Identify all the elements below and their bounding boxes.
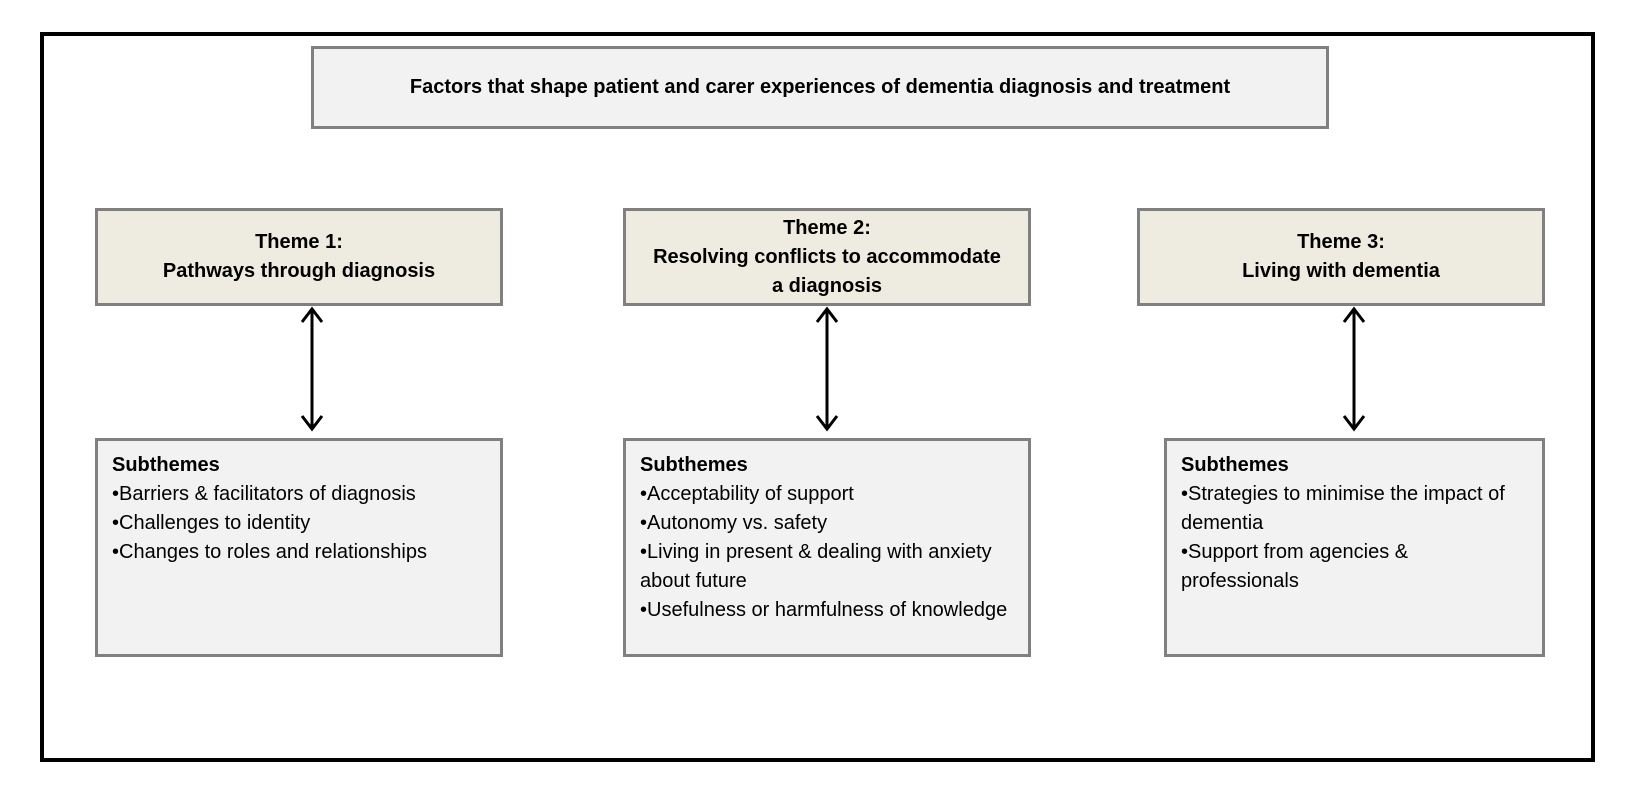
theme-2-subtheme-1: •Acceptability of support xyxy=(640,483,854,505)
theme-1-subtheme-1: •Barriers & facilitators of diagnosis xyxy=(112,483,416,505)
theme-3-subtheme-1: •Strategies to minimise the impact of de… xyxy=(1181,483,1505,534)
theme-3-double-arrow xyxy=(1342,306,1366,432)
theme-1-subtheme-2: •Challenges to identity xyxy=(112,512,311,534)
theme-1-label: Theme 1: xyxy=(255,231,343,253)
diagram-frame xyxy=(40,32,1595,762)
theme-2-subthemes-box: Subthemes •Acceptability of support •Aut… xyxy=(623,438,1031,657)
theme-1-box: Theme 1: Pathways through diagnosis xyxy=(95,208,503,306)
theme-2-double-arrow xyxy=(815,306,839,432)
theme-3-subthemes-heading: Subthemes xyxy=(1181,454,1289,476)
diagram-title-box: Factors that shape patient and carer exp… xyxy=(311,46,1329,129)
theme-1-subthemes-heading: Subthemes xyxy=(112,454,220,476)
theme-2-subthemes-heading: Subthemes xyxy=(640,454,748,476)
theme-1-subtheme-3: •Changes to roles and relationships xyxy=(112,541,427,563)
theme-3-subthemes-list: •Strategies to minimise the impact of de… xyxy=(1181,480,1528,596)
theme-2-subtheme-2: •Autonomy vs. safety xyxy=(640,512,828,534)
theme-1-subthemes-list: •Barriers & facilitators of diagnosis •C… xyxy=(112,480,486,567)
theme-1-name-line-1: Pathways through diagnosis xyxy=(162,260,436,282)
theme-3-subthemes-box: Subthemes •Strategies to minimise the im… xyxy=(1164,438,1545,657)
theme-3-label: Theme 3: xyxy=(1297,231,1385,253)
theme-1-subthemes-box: Subthemes •Barriers & facilitators of di… xyxy=(95,438,503,657)
theme-2-name-line-2: a diagnosis xyxy=(771,274,883,297)
theme-3-name-line-1: Living with dementia xyxy=(1242,260,1440,282)
diagram-title: Factors that shape patient and carer exp… xyxy=(409,76,1231,98)
theme-2-subtheme-3: •Living in present & dealing with anxiet… xyxy=(640,541,992,592)
theme-2-name-line-1: Resolving conflicts to accommodate xyxy=(653,245,1001,268)
theme-3-box: Theme 3: Living with dementia xyxy=(1137,208,1545,306)
theme-1-double-arrow xyxy=(300,306,324,432)
theme-3-subtheme-2: •Support from agencies & professionals xyxy=(1181,541,1409,592)
theme-2-subtheme-4: •Usefulness or harmfulness of knowledge xyxy=(640,599,1008,621)
theme-2-subthemes-list: •Acceptability of support •Autonomy vs. … xyxy=(640,480,1014,625)
theme-2-box: Theme 2: Resolving conflicts to accommod… xyxy=(623,208,1031,306)
theme-2-label: Theme 2: xyxy=(783,216,871,239)
